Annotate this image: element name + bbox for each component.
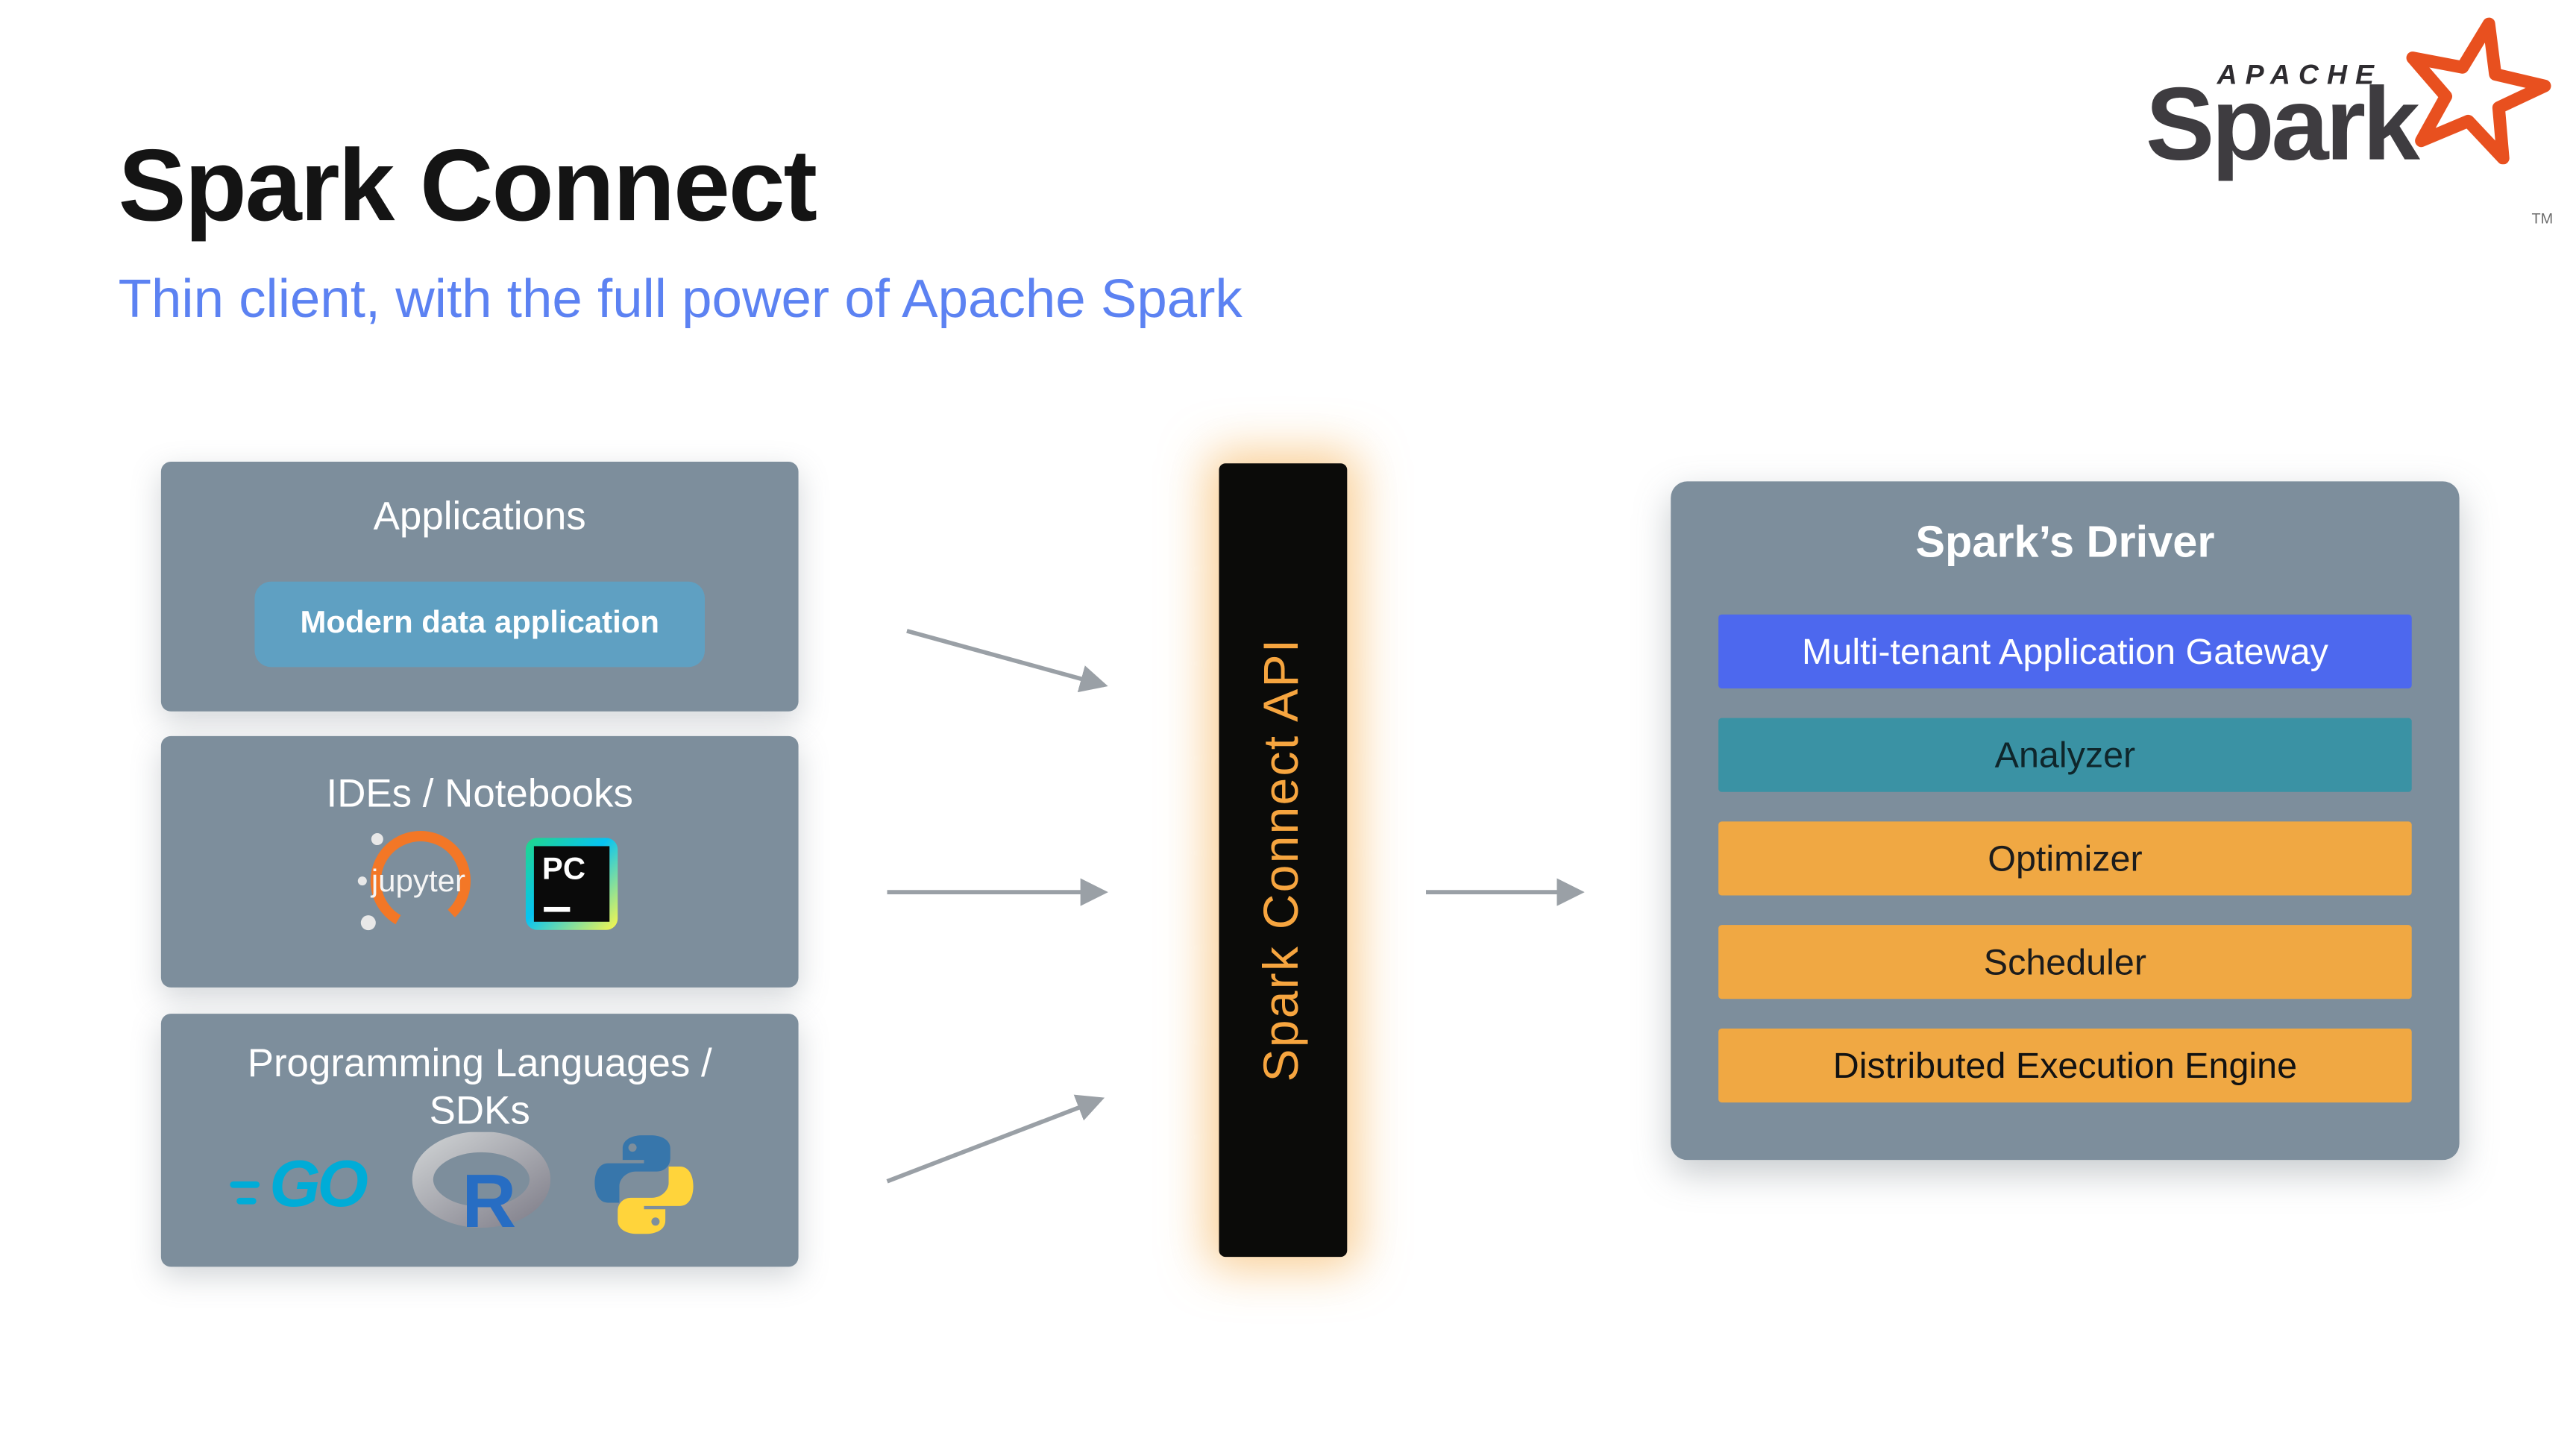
arrow-applications-to-api <box>906 629 1108 693</box>
apache-spark-logo: APACHE Spark TM <box>2136 7 2554 236</box>
languages-sdks-box: Programming Languages / SDKs GO R <box>160 1014 799 1267</box>
ides-notebooks-box: IDEs / Notebooks jupyter PC <box>160 735 799 988</box>
trademark-label: TM <box>2531 210 2554 227</box>
apache-wordmark: APACHE <box>2217 59 2383 91</box>
pycharm-inner-square: PC <box>533 846 610 922</box>
languages-sdks-box-title: Programming Languages / SDKs <box>247 1041 712 1134</box>
jupyter-icon: jupyter <box>357 831 471 932</box>
spark-driver-title: Spark’s Driver <box>1915 517 2215 567</box>
spark-connect-api-label: Spark Connect API <box>1254 638 1310 1083</box>
layer-multi-tenant-gateway: Multi-tenant Application Gateway <box>1718 614 2412 688</box>
spark-driver-box: Spark’s Driver Multi-tenant Application … <box>1671 481 2460 1161</box>
spark-connect-api-bar: Spark Connect API <box>1219 463 1348 1258</box>
layer-analyzer: Analyzer <box>1718 718 2412 792</box>
layer-distributed-execution-engine: Distributed Execution Engine <box>1718 1028 2412 1103</box>
pycharm-label: PC <box>541 853 586 888</box>
spark-star-icon <box>2406 17 2551 165</box>
r-language-icon: R <box>412 1131 551 1243</box>
pycharm-icon: PC <box>525 838 618 930</box>
applications-box: Applications Modern data application <box>160 461 799 712</box>
slide-subtitle: Thin client, with the full power of Apac… <box>118 268 1243 329</box>
modern-data-application-chip: Modern data application <box>254 581 706 668</box>
pycharm-underscore <box>544 906 571 912</box>
layer-scheduler: Scheduler <box>1718 925 2412 999</box>
python-icon <box>594 1135 694 1234</box>
layer-optimizer: Optimizer <box>1718 821 2412 896</box>
go-icon: GO <box>230 1149 410 1240</box>
go-label: GO <box>269 1148 368 1221</box>
spark-wordmark: Spark <box>2145 67 2420 183</box>
ides-notebooks-box-title: IDEs / Notebooks <box>326 772 633 817</box>
arrow-languages-to-api <box>886 1094 1105 1184</box>
page-title: Spark Connect <box>118 128 817 242</box>
jupyter-label: jupyter <box>370 863 465 898</box>
r-label: R <box>462 1159 516 1243</box>
applications-box-title: Applications <box>373 495 586 539</box>
